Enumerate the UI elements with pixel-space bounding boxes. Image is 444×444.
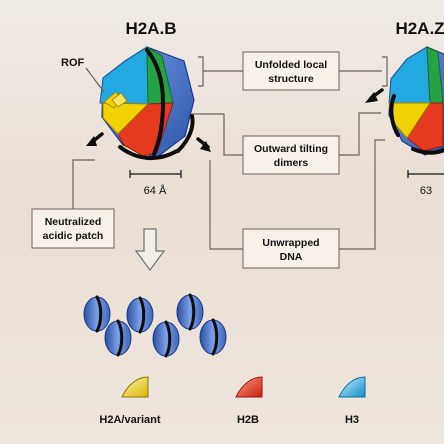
mini-nucleosome	[176, 293, 204, 331]
nucleosome-array	[83, 293, 227, 358]
legend-label-h2a-variant: H2A/variant	[99, 414, 160, 426]
mini-nucleosome	[199, 318, 227, 356]
connector-lines	[72, 56, 388, 250]
unfolded-local-structure-line-2: structure	[268, 73, 314, 85]
mini-nucleosome	[83, 295, 111, 333]
legend-label-h3: H3	[345, 414, 359, 426]
outward-tilting-dimers-line-1: Outward tilting	[254, 143, 328, 155]
unfolded-local-structure-line-1: Unfolded local	[255, 59, 327, 71]
left-measurement-label: 64 Å	[144, 184, 167, 197]
mini-nucleosome	[152, 320, 180, 358]
legend-item-h2a-variant: H2A/variant	[99, 376, 161, 426]
legend-item-h2b: H2B	[235, 376, 263, 426]
left-measurement: 64 Å	[129, 170, 182, 197]
right-title: H2A.Z	[395, 19, 444, 38]
legend-label-h2b: H2B	[237, 414, 259, 426]
unwrapped-dna-line-2: DNA	[280, 251, 303, 263]
neutralized-acidic-patch-line-2: acidic patch	[43, 230, 104, 242]
legend-item-h3: H3	[338, 376, 366, 426]
mini-nucleosome	[104, 319, 132, 357]
outward-tilting-dimers-line-2: dimers	[274, 157, 309, 169]
neutralized-acidic-patch-box: Neutralized acidic patch	[31, 208, 115, 249]
right-measurement-label: 63	[420, 185, 432, 197]
neutralized-acidic-patch-line-1: Neutralized	[45, 216, 102, 228]
right-nucleosome	[365, 46, 444, 156]
mini-nucleosome	[126, 296, 154, 334]
unwrapped-dna-line-1: Unwrapped	[262, 237, 319, 249]
legend: H2A/variant H2B H3	[99, 376, 366, 426]
unwrapped-dna-box: Unwrapped DNA	[242, 228, 340, 269]
unfolded-local-structure-box: Unfolded local structure	[242, 51, 340, 91]
downward-arrow	[134, 228, 166, 272]
right-measurement: 63	[407, 170, 444, 197]
outward-tilting-dimers-box: Outward tilting dimers	[242, 135, 340, 175]
rof-label: ROF	[61, 57, 85, 69]
left-title: H2A.B	[125, 19, 176, 38]
left-nucleosome	[86, 46, 211, 161]
